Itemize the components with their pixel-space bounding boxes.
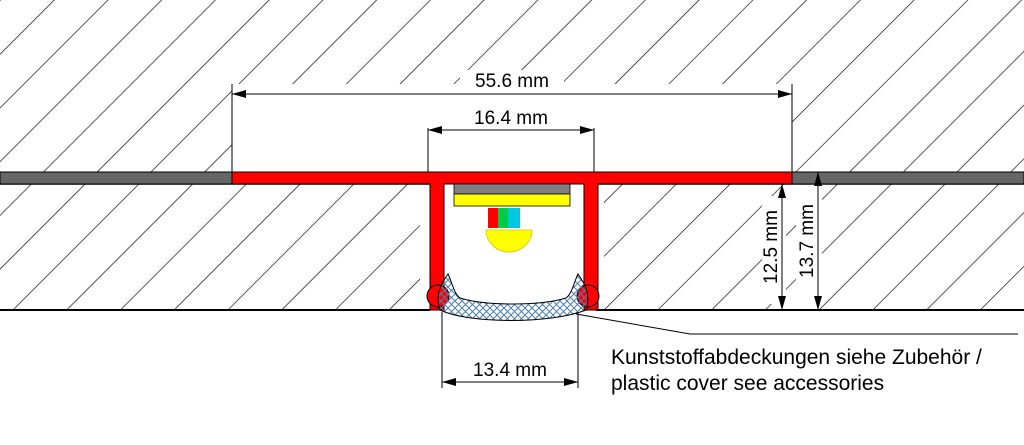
cover-leader-line [575,313,1018,335]
wall-band-left [0,171,233,185]
dimension-total-depth-label: 13.7 mm [797,204,818,278]
dimension-cover-width: 13.4 mm [441,312,579,388]
led-base [453,183,571,195]
plastic-cover [437,273,589,321]
profile-flange-and-channel [231,171,793,311]
led-pcb [453,193,571,207]
led-chip-blue [508,208,520,228]
wall-band-right [791,171,1024,185]
dimension-cover-width-label: 13.4 mm [473,360,547,381]
dimension-channel-width-label: 16.4 mm [474,108,548,129]
dimension-total-width: 55.6 mm [231,70,793,172]
upper-wall [0,0,1024,172]
led-strip [453,183,571,253]
dimension-total-depth: 13.7 mm [796,172,822,310]
cover-note-line-1: Kunststoffabdeckungen siehe Zubehör / [611,346,982,369]
dimension-inner-depth-label: 12.5 mm [761,210,782,284]
led-chip-red [488,208,498,228]
led-light-emission [485,229,533,253]
dimension-total-width-label: 55.6 mm [475,71,549,92]
dimension-inner-depth: 12.5 mm [761,184,786,310]
dimension-channel-width: 16.4 mm [427,108,595,172]
led-chip-green [498,208,508,228]
cover-note-line-2: plastic cover see accessories [611,372,884,395]
